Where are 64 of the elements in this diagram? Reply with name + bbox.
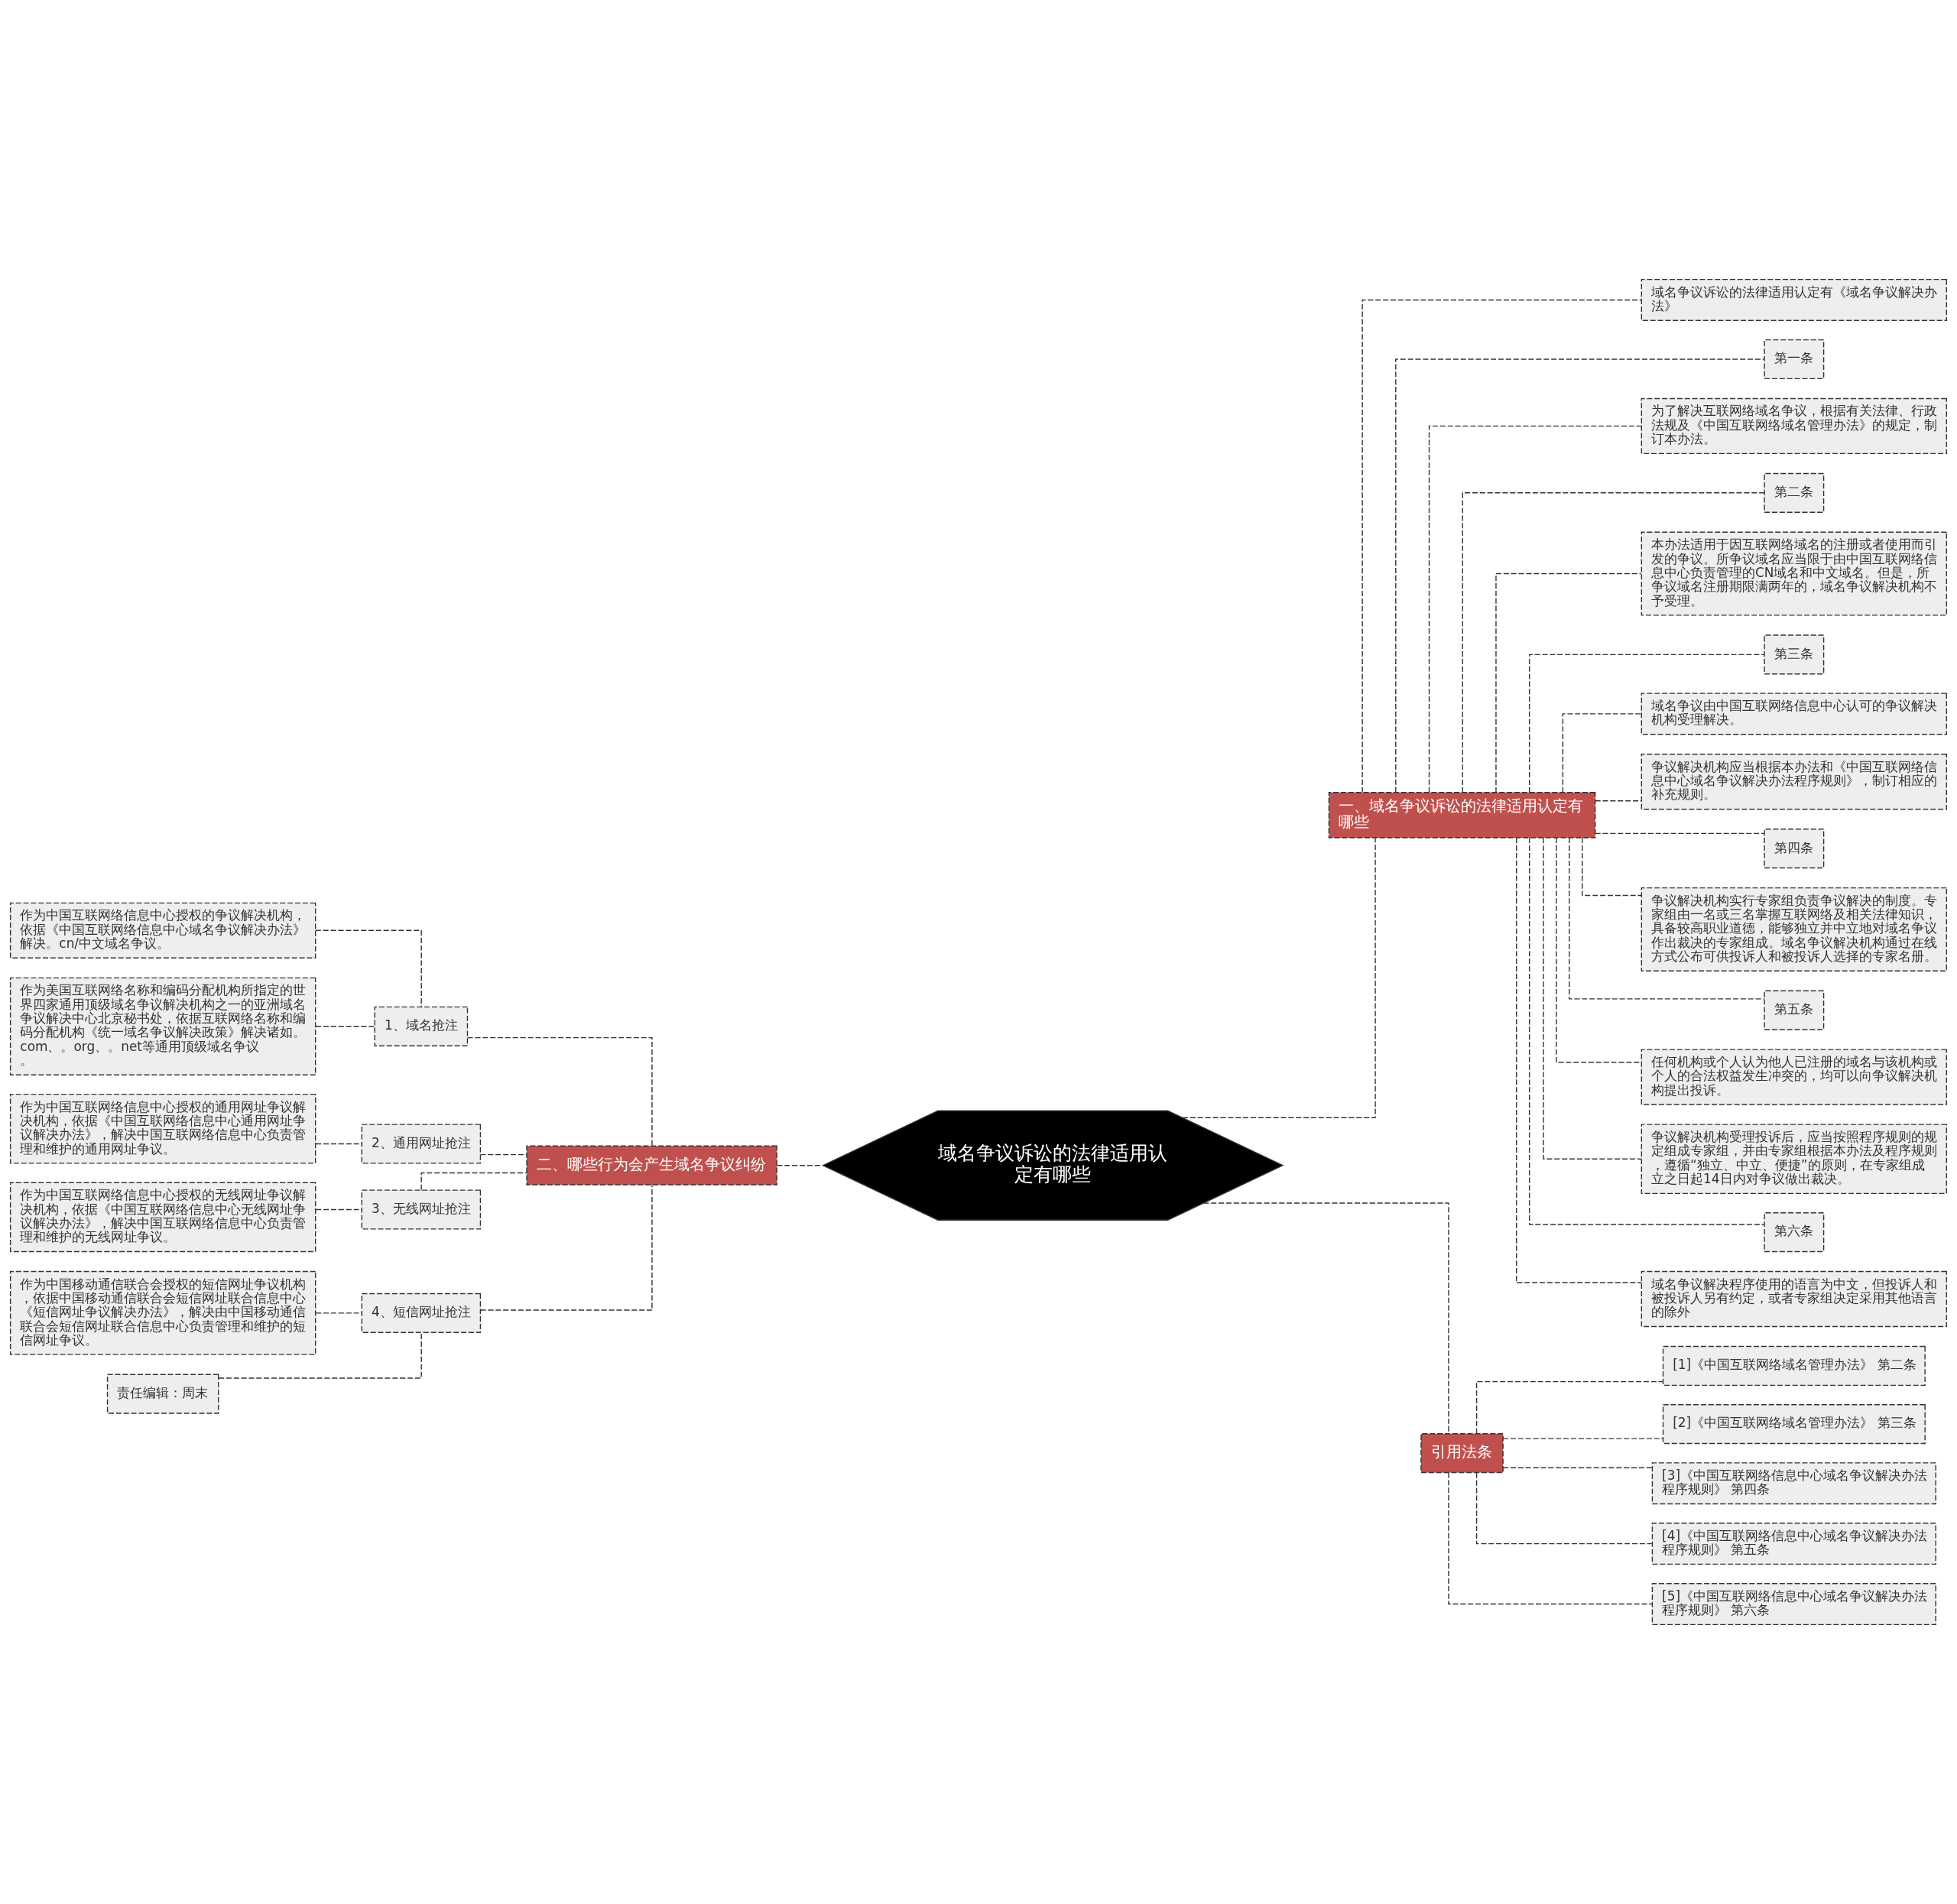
- connector: [315, 1208, 362, 1211]
- node-box: [4]《中国互联网络信息中心域名争议解决办法程序规则》 第五条: [1651, 1523, 1936, 1565]
- node-box: 域名争议由中国互联网络信息中心认可的争议解决机构受理解决。: [1641, 693, 1948, 735]
- node-box: 作为中国互联网络信息中心授权的争议解决机构，依据《中国互联网络信息中心域名争议解决办法》解决。cn/中文域名争议。: [9, 902, 316, 958]
- connector: [1543, 837, 1642, 1160]
- connector: [1182, 837, 1376, 1118]
- node-box: 第四条: [1764, 829, 1825, 869]
- node-box: 任何机构或个人认为他人已注册的域名与该机构或个人的合法权益发生冲突的，均可以向争议解决机构提出投诉。: [1641, 1049, 1948, 1105]
- connector: [218, 1332, 422, 1379]
- node-box: 4、短信网址抢注: [361, 1293, 482, 1333]
- node-box: [5]《中国互联网络信息中心域名争议解决办法程序规则》 第六条: [1651, 1583, 1936, 1626]
- node-box: 引用法条: [1420, 1433, 1504, 1474]
- node-box: [2]《中国互联网络域名管理办法》 第三条: [1662, 1404, 1926, 1445]
- node-box: 作为中国互联网络信息中心授权的无线网址争议解决机构，依据《中国互联网络信息中心无线网址争议解决办法》，解决中国互联网络信息中心负责管理和维护的无线网址争议。: [9, 1182, 316, 1253]
- connector: [479, 1184, 653, 1311]
- node-box: 二、哪些行为会产生域名争议纠纷: [526, 1145, 777, 1186]
- node-box: 作为中国互联网络信息中心授权的通用网址争议解决机构，依据《中国互联网络信息中心通用网址争议解决办法》，解决中国互联网络信息中心负责管理和维护的通用网址争议。: [9, 1093, 316, 1164]
- connector: [1569, 837, 1765, 1000]
- node-box: 争议解决机构受理投诉后，应当按照程序规则的规定组成专家组，并由专家组根据本办法及程序规则，遵循“独立、中立、便捷”的原则，在专家组成立之日起14日内对争议做出裁决。: [1641, 1124, 1948, 1195]
- node-box: 第三条: [1764, 634, 1825, 675]
- node-box: 3、无线网址抢注: [361, 1189, 482, 1230]
- node-box: 第一条: [1764, 339, 1825, 380]
- node-box: 作为中国移动通信联合会授权的短信网址争议机构，依据中国移动通信联合会短信网址联合信息中心《短信网址争议解决办法》，解决由中国移动通信联合会短信网址联合信息中心负责管理和维护的短信网址争议。: [9, 1270, 316, 1355]
- connector: [1528, 837, 1765, 1225]
- connector: [776, 1165, 824, 1166]
- connector: [1502, 1467, 1653, 1468]
- node-box: 责任编辑：周末: [106, 1374, 219, 1414]
- connector: [1361, 299, 1642, 793]
- node-box: 域名争议诉讼的法律适用认定有《域名争议解决办法》: [1641, 278, 1948, 321]
- node-box: 为了解决互联网络域名争议，根据有关法律、行政法规及《中国互联网络域名管理办法》的规定，制订本办法。: [1641, 397, 1948, 455]
- node-box: [1]《中国互联网络域名管理办法》 第二条: [1662, 1345, 1926, 1387]
- connector: [1475, 1380, 1663, 1435]
- connector: [1516, 837, 1642, 1283]
- node-box: 2、通用网址抢注: [361, 1124, 482, 1164]
- connector: [1595, 800, 1643, 802]
- connector: [1475, 1472, 1653, 1545]
- node-box: 作为美国互联网络名称和编码分配机构所指定的世界四家通用顶级域名争议解决机构之一的亚洲域名争议解决中心北京秘书处，依据互联网络名称和编码分配机构《统一域名争议解决政策》解决诸如。com、。org、。net等通用顶级域名争议。: [9, 977, 316, 1075]
- connector: [466, 1036, 653, 1147]
- connector: [1562, 713, 1642, 793]
- connector: [1462, 492, 1765, 793]
- connector: [1582, 837, 1643, 897]
- node-box: 争议解决机构实行专家组负责争议解决的制度。专家组由一名或三名掌握互联网络及相关法律知识，具备较高职业道德，能够独立并中立地对域名争议作出裁决的专家组成。域名争议解决机构通过在线方式公布可供投诉人和被投诉人选择的专家名册。: [1641, 887, 1948, 971]
- connector: [1428, 425, 1642, 793]
- node-box: 争议解决机构应当根据本办法和《中国互联网络信息中心域名争议解决办法程序规则》，制订相应的补充规则。: [1641, 754, 1948, 810]
- node-box: 1、域名抢注: [374, 1006, 469, 1046]
- connector: [1395, 358, 1765, 793]
- connector: [315, 929, 422, 1008]
- node-box: 第六条: [1764, 1212, 1825, 1253]
- connector: [1448, 1471, 1653, 1605]
- node-box: 域名争议解决程序使用的语言为中文，但投诉人和被投诉人另有约定，或者专家组决定采用其他语言的除外: [1641, 1270, 1948, 1328]
- connector: [1528, 654, 1765, 793]
- connector: [1502, 1438, 1663, 1439]
- node-box: 第二条: [1764, 472, 1825, 513]
- node-box: 一、域名争议诉讼的法律适用认定有哪些: [1328, 792, 1596, 838]
- node-box: 本办法适用于因互联网络域名的注册或者使用而引发的争议。所争议域名应当限于由中国互联网络信息中心负责管理的CN域名和中文域名。但是，所争议域名注册期限满两年的，域名争议解决机构不予受理。: [1641, 531, 1948, 616]
- connector: [1495, 572, 1642, 793]
- connector: [479, 1153, 527, 1156]
- connector: [1556, 837, 1642, 1063]
- connector: [315, 1143, 362, 1145]
- node-box: [3]《中国互联网络信息中心域名争议解决办法程序规则》 第四条: [1651, 1462, 1936, 1505]
- connector: [315, 1026, 375, 1027]
- connector: [315, 1312, 362, 1314]
- connector: [1595, 832, 1765, 835]
- node-box: 第五条: [1764, 990, 1825, 1030]
